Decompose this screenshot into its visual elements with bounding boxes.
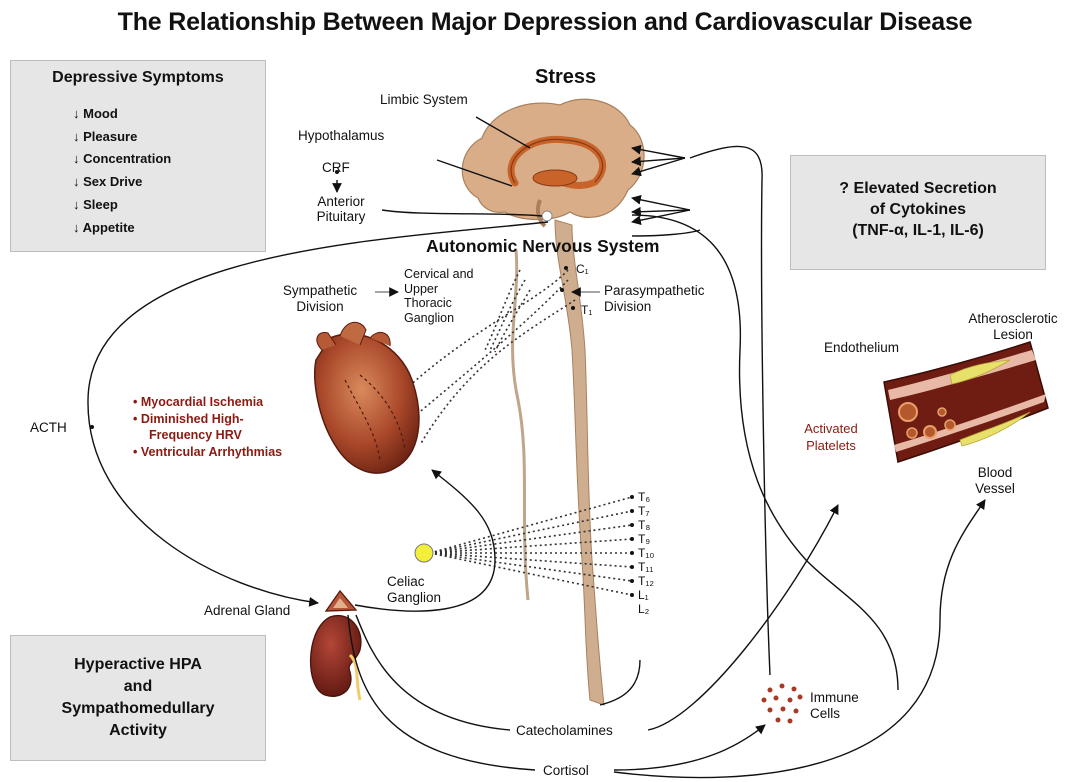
blood-vessel-illustration [884, 342, 1048, 462]
lesion-line-1: Atherosclerotic [953, 311, 1073, 327]
platelets-line-1: Activated [786, 420, 876, 437]
ganglion-line-2: Upper [404, 282, 473, 297]
heart-illustration [315, 322, 419, 473]
heart-effect-item: • Myocardial Ischemia [133, 394, 282, 411]
immune-cells-label: Immune Cells [810, 690, 859, 722]
heart-effect-item: • Ventricular Arrhythmias [133, 444, 282, 461]
spine-label-t1: T₁ [581, 302, 592, 318]
adrenal-kidney-illustration [311, 591, 361, 700]
pituitary-line-1: Anterior [300, 194, 382, 209]
symptom-item: ↓ Sex Drive [73, 171, 171, 194]
hpa-line-3: Sympathomedullary [11, 698, 265, 720]
cervical-ganglion-label: Cervical and Upper Thoracic Ganglion [404, 267, 473, 325]
celiac-ganglion-marker [415, 544, 433, 562]
vessel-line-2: Vessel [955, 481, 1035, 497]
blood-vessel-label: Blood Vessel [955, 465, 1035, 497]
symptom-item: ↓ Sleep [73, 194, 171, 217]
platelets-line-2: Platelets [786, 437, 876, 454]
symptom-item: ↓ Mood [73, 103, 171, 126]
spine-label-c1: C₁ [576, 261, 589, 277]
immune-line-1: Immune [810, 690, 859, 706]
activated-platelets-label: Activated Platelets [786, 420, 876, 454]
hpa-line-4: Activity [11, 720, 265, 742]
immune-cells-illustration [762, 684, 803, 724]
ans-label: Autonomic Nervous System [426, 236, 659, 256]
symptom-list: ↓ Mood ↓ Pleasure ↓ Concentration ↓ Sex … [73, 103, 171, 239]
ganglion-line-1: Cervical and [404, 267, 473, 282]
endothelium-label: Endothelium [824, 340, 899, 356]
stress-label: Stress [535, 66, 596, 88]
cytokines-panel: ? Elevated Secretion of Cytokines (TNF-α… [790, 155, 1046, 270]
limbic-system-label: Limbic System [380, 92, 468, 108]
hpa-activity-panel: Hyperactive HPA and Sympathomedullary Ac… [10, 635, 266, 761]
hpa-line-1: Hyperactive HPA [11, 654, 265, 676]
depressive-symptoms-panel: Depressive Symptoms ↓ Mood ↓ Pleasure ↓ … [10, 60, 266, 252]
sympathetic-division-label: Sympathetic Division [268, 283, 372, 315]
cytokines-line-1: ? Elevated Secretion [791, 178, 1045, 199]
adrenal-gland-label: Adrenal Gland [204, 603, 290, 619]
hpa-line-2: and [11, 676, 265, 698]
celiac-line-1: Celiac [387, 574, 441, 590]
symptom-item: ↓ Pleasure [73, 126, 171, 149]
heart-effects-list: • Myocardial Ischemia • Diminished High-… [133, 394, 282, 460]
heart-effect-item-cont: Frequency HRV [133, 427, 282, 444]
immune-line-2: Cells [810, 706, 859, 722]
spinal-cord [555, 220, 604, 705]
vessel-line-1: Blood [955, 465, 1035, 481]
atherosclerotic-lesion-label: Atherosclerotic Lesion [953, 311, 1073, 343]
lesion-line-2: Lesion [953, 327, 1073, 343]
acth-label: ACTH [30, 420, 67, 436]
celiac-nerves [430, 497, 632, 595]
celiac-line-2: Ganglion [387, 590, 441, 606]
spine-label-l2: L₂ [638, 601, 649, 617]
parasympathetic-division-label: Parasympathetic Division [604, 283, 705, 315]
heart-effect-item: • Diminished High- [133, 411, 282, 428]
ganglion-line-4: Ganglion [404, 311, 473, 326]
ganglion-line-3: Thoracic [404, 296, 473, 311]
symptom-item: ↓ Concentration [73, 148, 171, 171]
crf-label: CRF [322, 160, 350, 176]
symptom-item: ↓ Appetite [73, 217, 171, 240]
sympathetic-line-1: Sympathetic [268, 283, 372, 299]
cortisol-label: Cortisol [543, 763, 589, 779]
cytokines-line-3: (TNF-α, IL-1, IL-6) [791, 220, 1045, 241]
cytokines-line-2: of Cytokines [791, 199, 1045, 220]
pituitary-line-2: Pituitary [300, 209, 382, 224]
parasympathetic-line-1: Parasympathetic [604, 283, 705, 299]
catecholamines-label: Catecholamines [516, 723, 613, 739]
anterior-pituitary-label: Anterior Pituitary [300, 194, 382, 224]
sympathetic-line-2: Division [268, 299, 372, 315]
parasympathetic-line-2: Division [604, 299, 705, 315]
brain-illustration [462, 99, 644, 226]
hypothalamus-label: Hypothalamus [298, 128, 384, 144]
celiac-ganglion-label: Celiac Ganglion [387, 574, 441, 606]
page-title: The Relationship Between Major Depressio… [0, 8, 1090, 37]
depressive-symptoms-heading: Depressive Symptoms [11, 69, 265, 87]
